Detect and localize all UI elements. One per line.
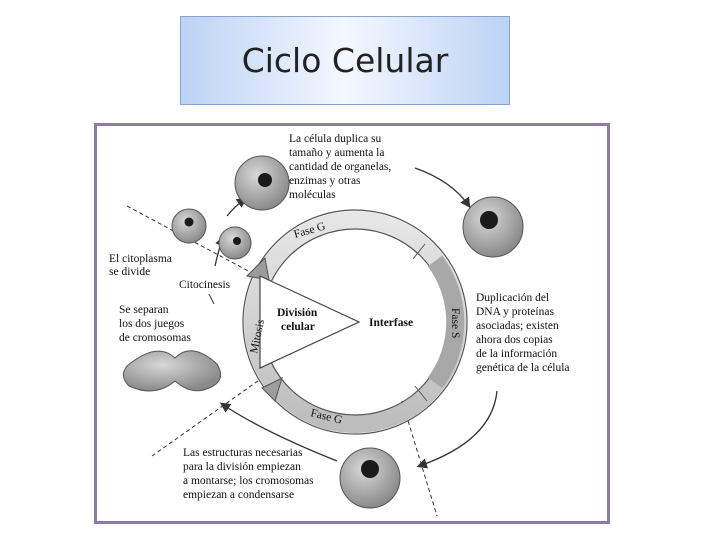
svg-text:de la información: de la información — [476, 348, 557, 360]
note-cytoplasm: El citoplasma se divide — [109, 253, 172, 278]
ring-label-citocinesis: Citocinesis — [179, 279, 231, 291]
center-left-line2: celular — [281, 321, 315, 333]
center-left-line1: División — [277, 307, 318, 319]
dashed-line-bottom — [151, 370, 273, 457]
svg-text:de cromosomas: de cromosomas — [119, 332, 191, 344]
cell-cycle-diagram: División celular Interfase Fase G Fase S… — [109, 133, 570, 517]
dashed-line-top — [126, 205, 268, 282]
note-g1: La célula duplica su tamaño y aumenta la… — [289, 133, 391, 201]
cell-s-phase — [462, 196, 524, 258]
svg-text:a montarse; los cromosomas: a montarse; los cromosomas — [183, 475, 314, 487]
note-s: Duplicación del DNA y proteínas asociada… — [476, 292, 570, 374]
division-wedge — [259, 275, 361, 369]
svg-text:moléculas: moléculas — [289, 189, 336, 201]
svg-text:se divide: se divide — [109, 266, 150, 278]
arrow-g1-to-s — [414, 167, 471, 209]
dashed-line-right — [401, 400, 438, 517]
arrow-s-to-g2 — [416, 390, 498, 469]
svg-text:El citoplasma: El citoplasma — [109, 253, 172, 265]
cell-large-top — [234, 155, 290, 211]
svg-text:asociadas; existen: asociadas; existen — [476, 320, 559, 332]
cell-g2-phase — [339, 447, 401, 509]
ring-outer-edge — [242, 209, 468, 435]
svg-text:enzimas y otras: enzimas y otras — [289, 175, 361, 187]
svg-text:cantidad de organelas,: cantidad de organelas, — [289, 161, 391, 173]
ring-divider-2 — [414, 385, 428, 402]
svg-text:para la división empiezan: para la división empiezan — [183, 461, 301, 473]
cell-cycle-figure: División celular Interfase Fase G Fase S… — [94, 123, 610, 524]
dividing-cell — [123, 350, 222, 392]
svg-text:empiezan a condensarse: empiezan a condensarse — [183, 489, 294, 501]
svg-text:Duplicación del: Duplicación del — [476, 292, 549, 304]
ring-label-s: Fase S — [449, 308, 461, 338]
svg-text:DNA y proteínas: DNA y proteínas — [476, 306, 554, 318]
title-box: Ciclo Celular — [180, 16, 510, 105]
note-g2: Las estructuras necesarias para la divis… — [183, 447, 314, 501]
mitosis-arrow-bottom — [261, 377, 283, 402]
cell-daughter-2 — [218, 226, 252, 260]
slide-title: Ciclo Celular — [241, 41, 449, 80]
arrow-g2-to-m — [219, 402, 338, 462]
svg-text:genética de la célula: genética de la célula — [476, 362, 570, 374]
s-phase-segment — [427, 255, 465, 389]
svg-text:tamaño y aumenta la: tamaño y aumenta la — [289, 147, 384, 159]
citocinesis-tick — [208, 293, 215, 305]
svg-text:ahora dos copias: ahora dos copias — [476, 334, 553, 346]
svg-text:La célula duplica su: La célula duplica su — [289, 133, 382, 145]
cell-daughter-1 — [171, 208, 207, 244]
svg-text:los dos juegos: los dos juegos — [119, 318, 185, 330]
center-right-label: Interfase — [369, 317, 413, 329]
svg-text:Las estructuras necesarias: Las estructuras necesarias — [183, 447, 303, 459]
note-mitosis: Se separan los dos juegos de cromosomas — [119, 304, 191, 344]
mitosis-arrow-top — [245, 256, 270, 281]
svg-text:Se separan: Se separan — [119, 304, 169, 316]
ring-divider-1 — [412, 243, 426, 260]
